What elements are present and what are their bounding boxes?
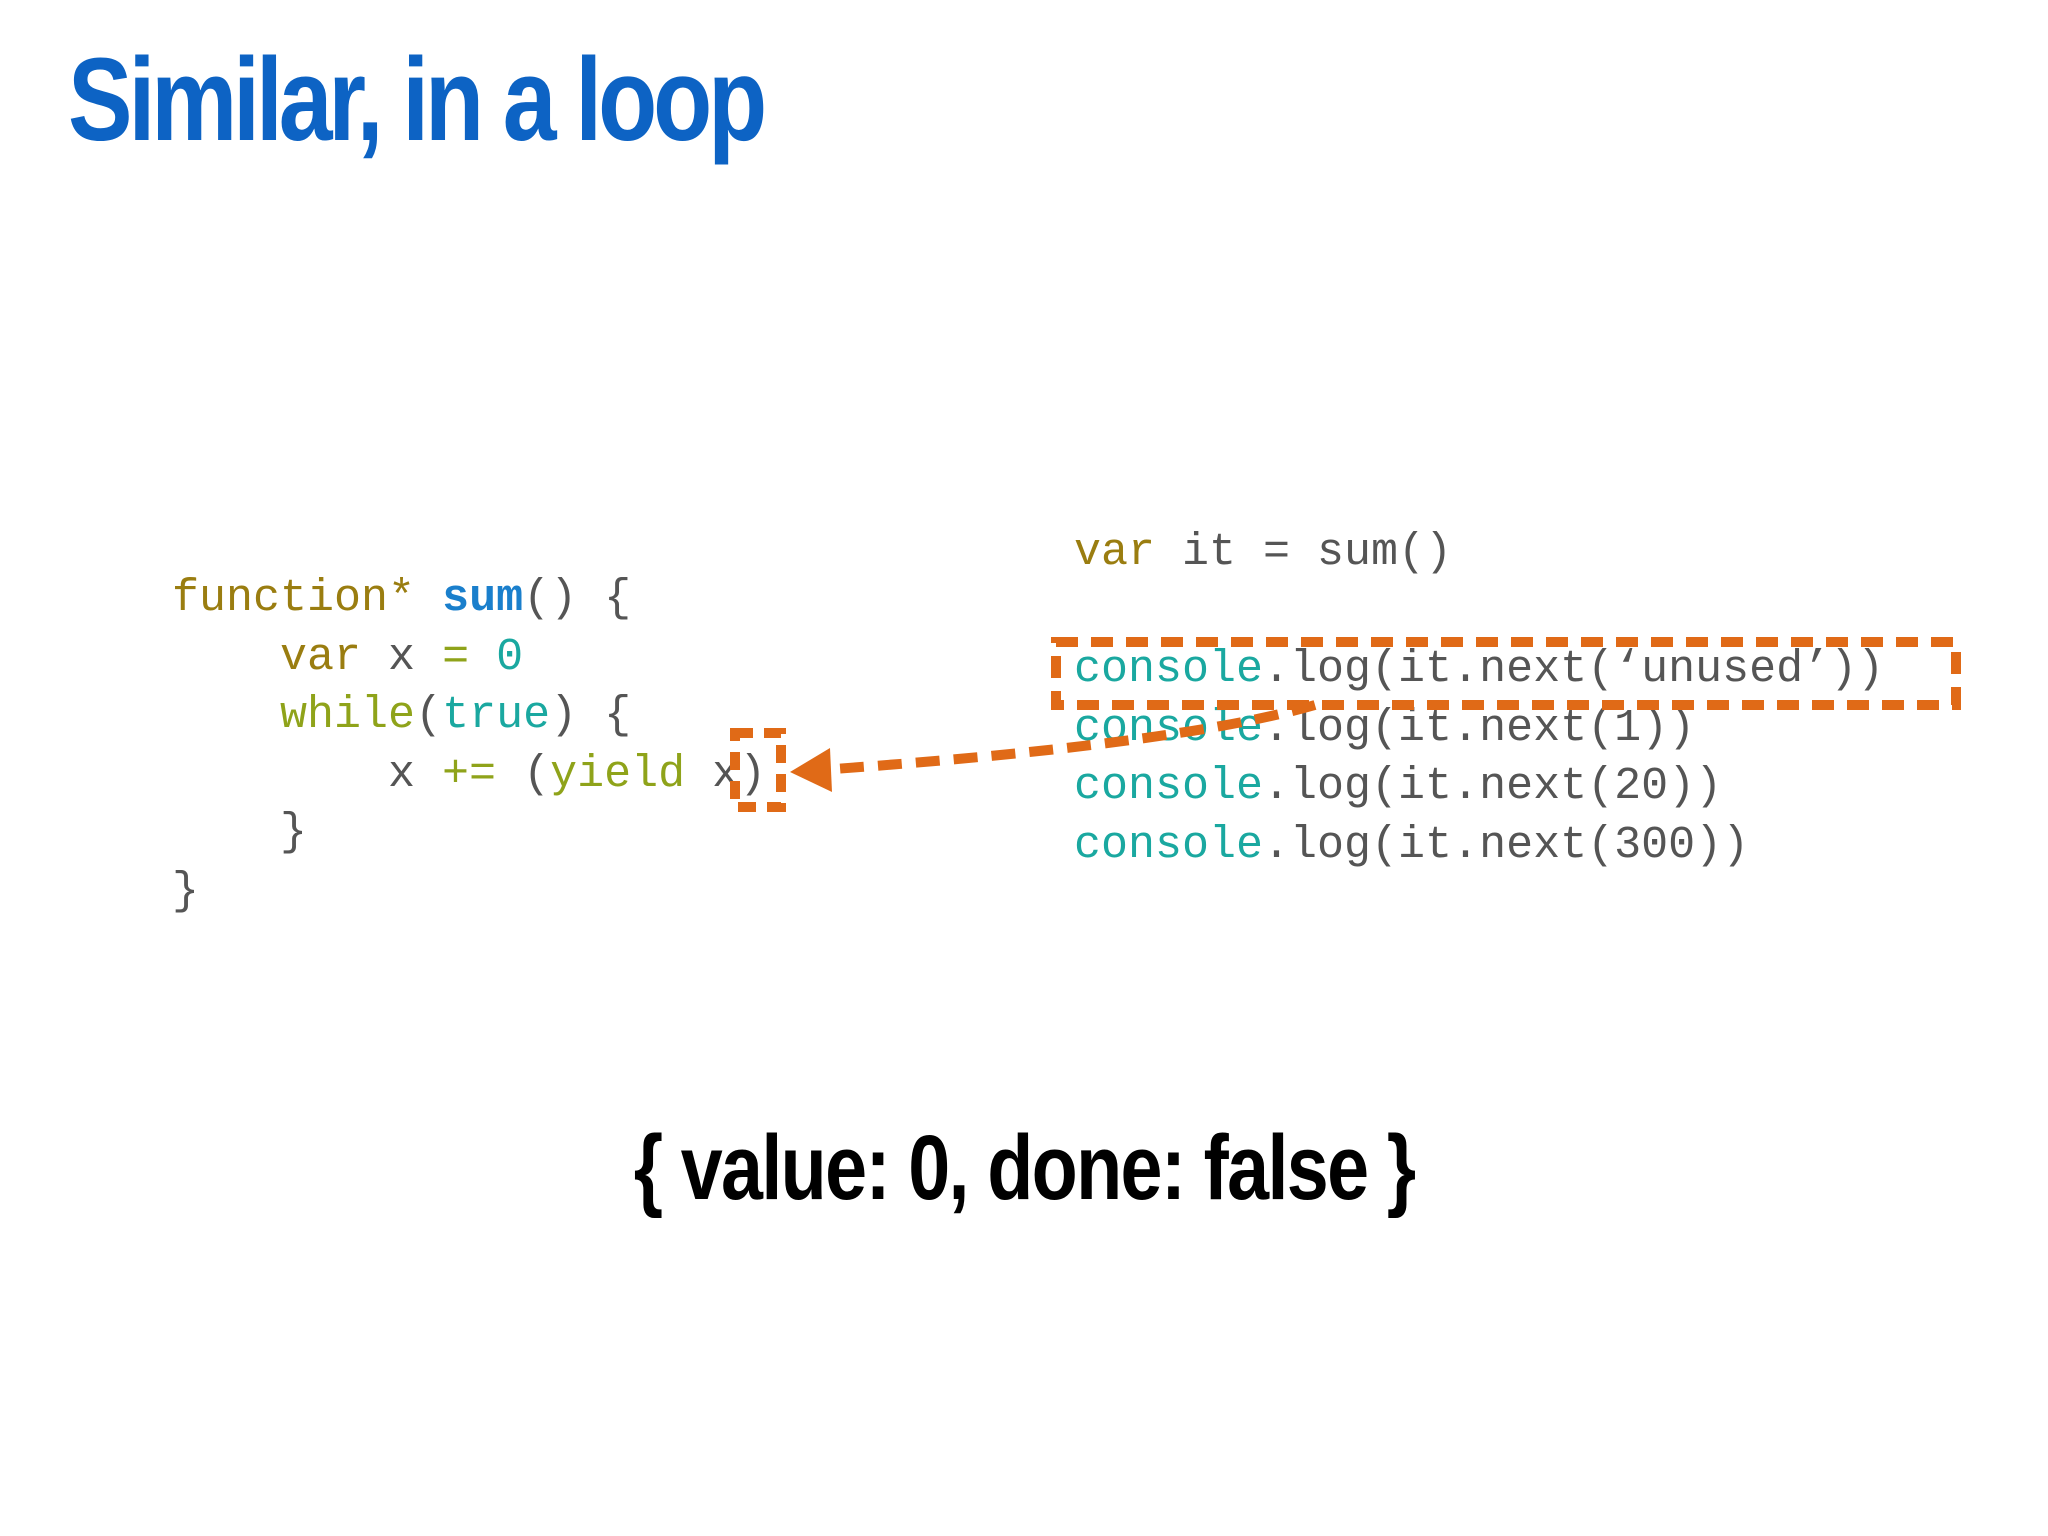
result-text: { value: 0, done: false } — [633, 1117, 1416, 1219]
generator-code-token-yield-kw: = — [442, 631, 470, 683]
caller-code-token-plain: .log(it.next(1)) — [1263, 702, 1696, 754]
caller-code-line: var it = sum() — [1074, 524, 1884, 583]
caller-code-block: var it = sum()console.log(it.next(‘unuse… — [1074, 524, 1884, 875]
generator-code-token-yield-kw: yield — [550, 748, 686, 800]
caller-code-line: console.log(it.next(1)) — [1074, 700, 1884, 759]
generator-code-line: function* sum() { — [172, 570, 766, 629]
generator-code-line: while(true) { — [172, 687, 766, 746]
generator-code-token-plain: x — [361, 631, 443, 683]
generator-code-line: } — [172, 863, 766, 922]
generator-code-token-plain — [469, 632, 496, 683]
caller-code-token-plain: .log(it.next(20)) — [1263, 761, 1723, 812]
generator-code-token-plain: () { — [523, 573, 632, 624]
generator-code-token-keyword: function* — [172, 573, 416, 624]
caller-code-line: console.log(it.next(300)) — [1074, 817, 1884, 876]
caller-code-line: console.log(it.next(20)) — [1074, 758, 1884, 817]
generator-code-token-keyword: var — [280, 631, 362, 683]
generator-code-token-yield-kw: while — [280, 690, 416, 741]
generator-code-token-plain: x — [172, 748, 443, 800]
generator-code-token-plain: } — [172, 807, 308, 858]
generator-code-line: x += (yield x) — [172, 746, 766, 805]
generator-code-token-function-name: sum — [442, 573, 524, 624]
caller-code-line: console.log(it.next(‘unused’)) — [1074, 641, 1884, 700]
generator-code-token-plain: } — [172, 865, 200, 917]
generator-code-token-plain: ( — [496, 748, 551, 800]
caller-code-token-plain: it = sum() — [1155, 527, 1453, 578]
result-output: { value: 0, done: false } — [0, 1117, 2048, 1219]
generator-code-token-plain: ) { — [550, 690, 632, 741]
generator-code-token-plain: x) — [685, 748, 767, 800]
caller-code-line — [1074, 583, 1884, 642]
generator-code-token-literal: 0 — [496, 631, 524, 683]
caller-code-token-plain: .log(it.next(‘unused’)) — [1263, 644, 1885, 695]
generator-code-token-plain — [415, 573, 442, 624]
generator-code-token-plain — [172, 690, 280, 741]
generator-code-block: function* sum() { var x = 0 while(true) … — [172, 570, 766, 921]
generator-code-line: var x = 0 — [172, 629, 766, 688]
generator-code-token-plain — [172, 632, 280, 683]
caller-code-token-literal: console — [1074, 761, 1264, 812]
caller-code-token-literal: console — [1074, 702, 1264, 754]
generator-code-token-plain: ( — [415, 690, 443, 741]
caller-code-token-literal: console — [1074, 819, 1264, 871]
generator-code-token-yield-kw: += — [442, 748, 497, 800]
caller-code-token-literal: console — [1074, 644, 1264, 695]
caller-code-token-plain: .log(it.next(300)) — [1263, 819, 1750, 871]
generator-code-token-literal: true — [442, 690, 551, 741]
arrow-head — [790, 748, 832, 792]
generator-code-line: } — [172, 804, 766, 863]
slide-title: Similar, in a loop — [68, 34, 767, 166]
caller-code-token-keyword: var — [1074, 527, 1156, 578]
